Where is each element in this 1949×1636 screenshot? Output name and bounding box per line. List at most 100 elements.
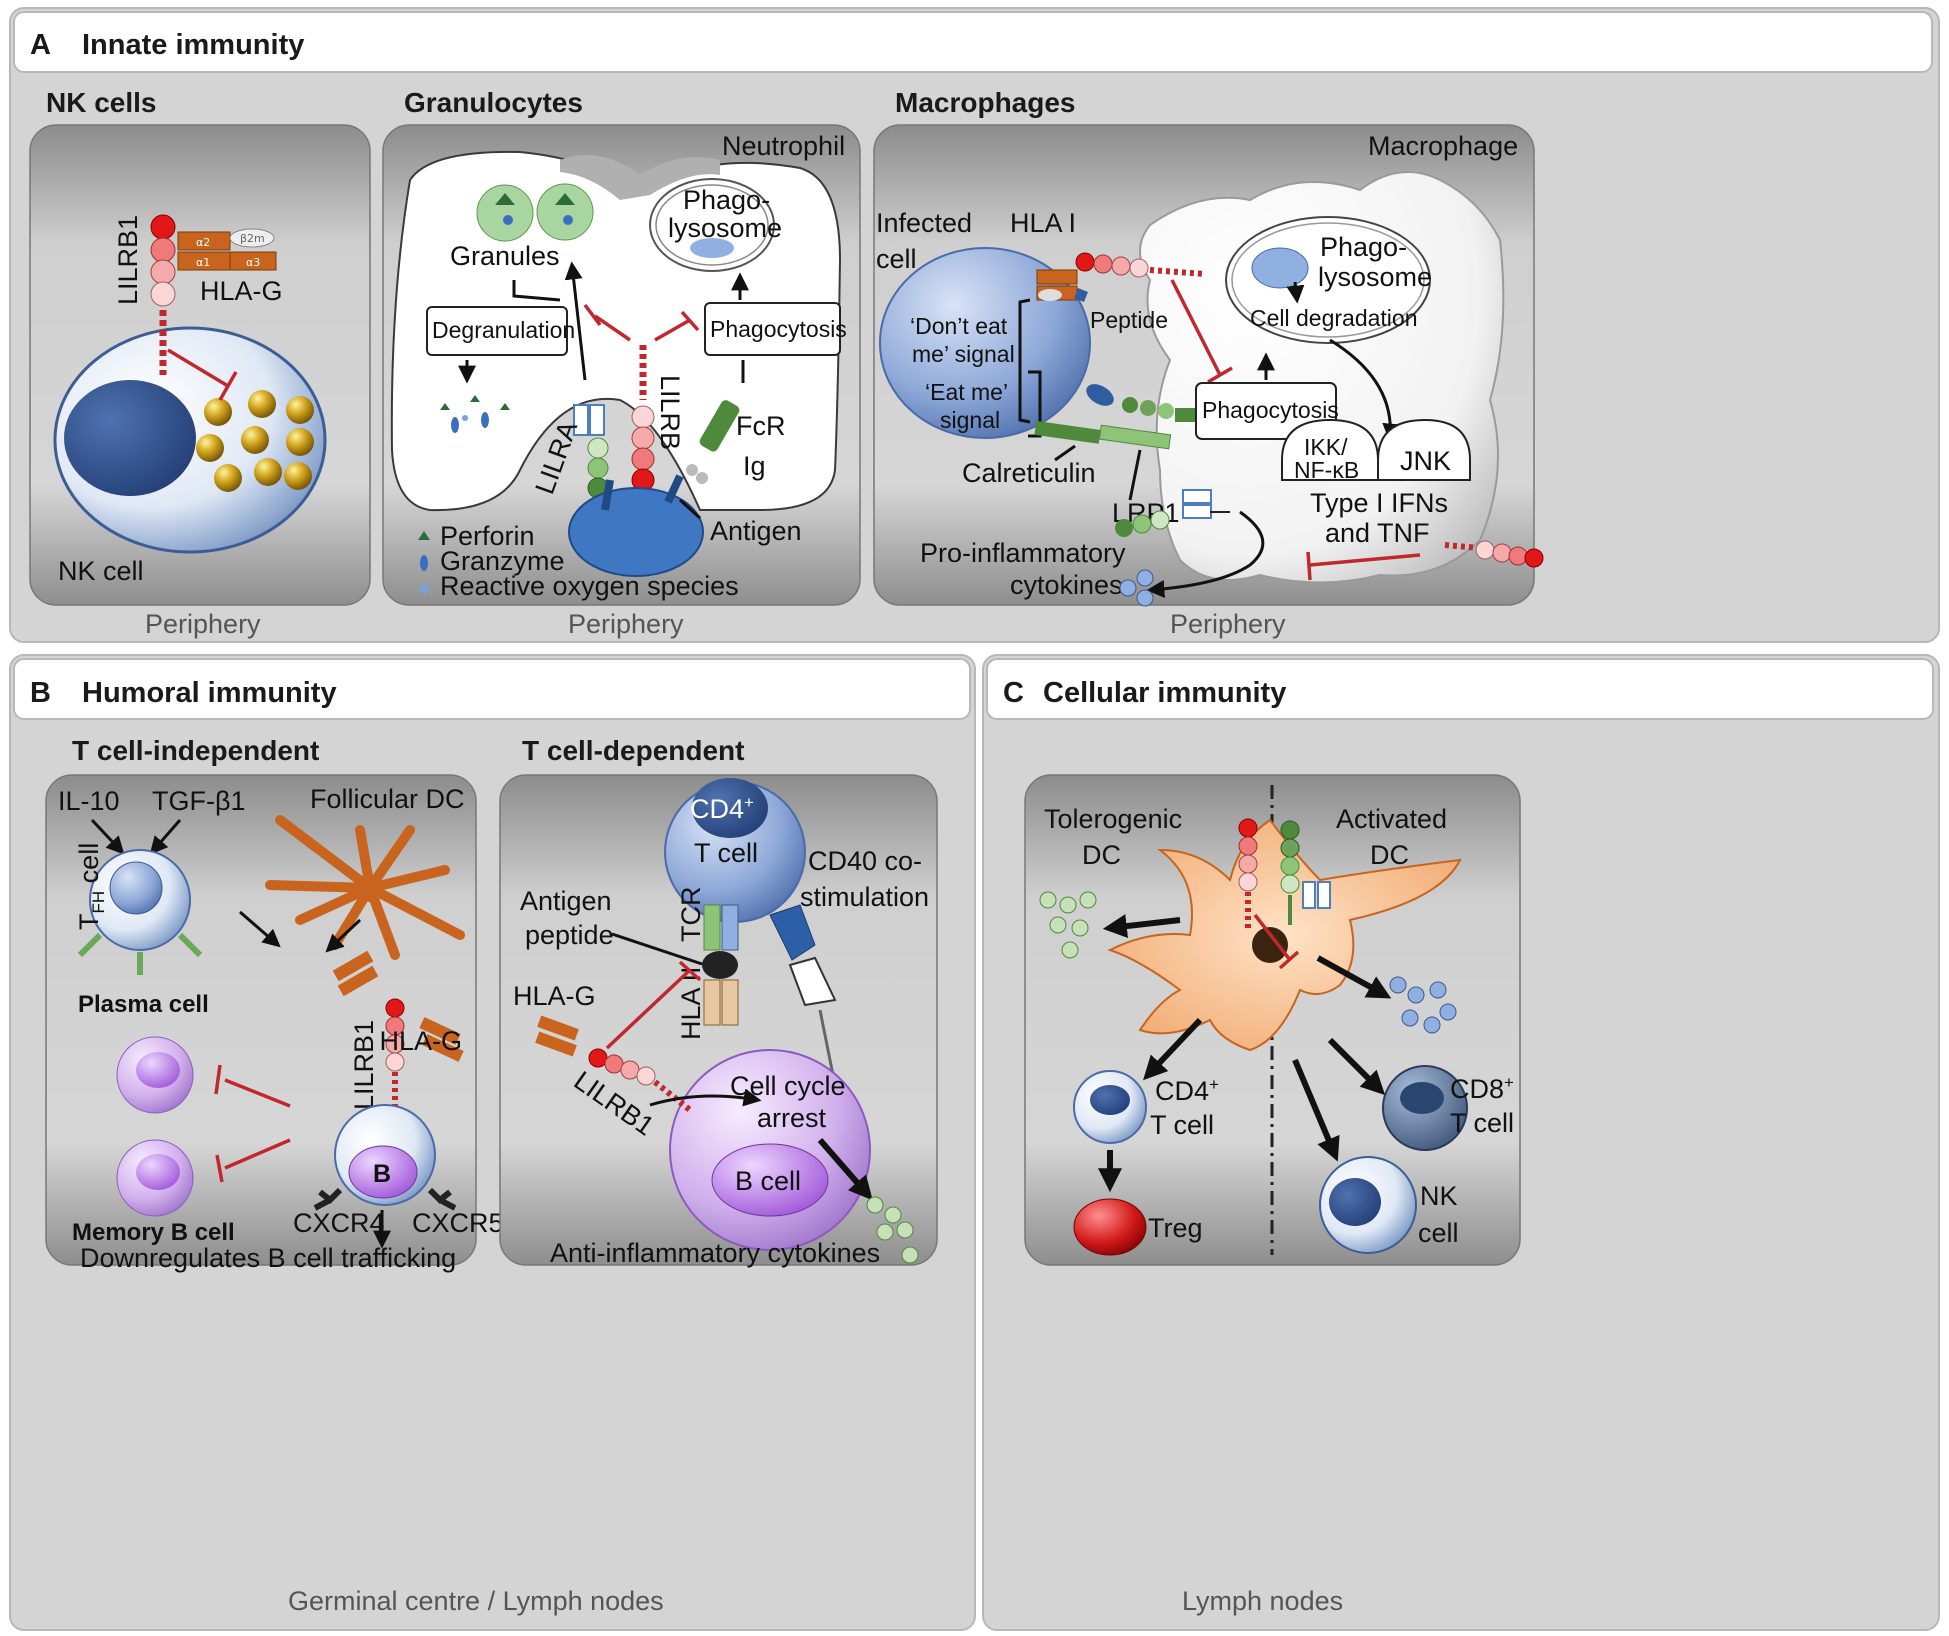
plasma-cell-label: Plasma cell — [78, 991, 209, 1018]
legend-granzyme: Granzyme — [440, 546, 565, 576]
cd40-label-1: CD40 co- — [808, 846, 922, 876]
tfh-nucleus — [109, 861, 163, 915]
macrophage-label: Macrophage — [1368, 131, 1518, 161]
svg-text:α3: α3 — [246, 256, 260, 269]
follicular-dc-core — [356, 874, 384, 902]
tfh-label: TFH cell — [74, 843, 108, 930]
mac-title: Macrophages — [895, 87, 1076, 118]
memory-b-label: Memory B cell — [72, 1219, 235, 1246]
panel-a-header — [13, 11, 1933, 73]
tdep-b-cell-nucleus — [711, 1143, 829, 1217]
mac-sirp-receptor — [1075, 252, 1206, 278]
degranulation-box — [426, 306, 568, 356]
antigen-peptide-label-2: peptide — [525, 920, 614, 950]
tfh-receptors — [77, 932, 203, 975]
dont-eat-me-label-1: ‘Don’t eat — [910, 313, 1008, 339]
tdep-title: T cell-dependent — [522, 735, 744, 766]
granzyme-icon — [420, 555, 428, 571]
tolerogenic-lilrb1-receptor — [1238, 818, 1258, 930]
mac-phagocytosis-label: Phagocytosis — [1202, 397, 1339, 423]
act-cytokine-arrow — [1316, 955, 1392, 999]
gran-phagocytosis-label: Phagocytosis — [710, 316, 847, 342]
eat-me-label-2: signal — [940, 407, 1000, 433]
nk-title: NK cells — [46, 87, 157, 118]
gran-footer: Periphery — [568, 609, 684, 639]
cytokine-release-arrow — [1146, 510, 1265, 598]
tdep-cd4-label: CD4+ — [690, 793, 754, 824]
legend-ros: Reactive oxygen species — [440, 571, 739, 601]
degranulation-label: Degranulation — [432, 317, 575, 343]
treg-cell — [1073, 1198, 1147, 1256]
infected-label-2: cell — [876, 244, 917, 274]
tolerogenic-label-2: DC — [1082, 840, 1121, 870]
panel-b-title: Humoral immunity — [82, 677, 337, 709]
cd8-label: CD8+ — [1450, 1073, 1514, 1104]
mac-hla-i-complex — [1036, 269, 1088, 302]
calreticulin-label: Calreticulin — [962, 458, 1096, 488]
b-cell-chemokine-receptors — [313, 1187, 457, 1211]
tdep-inhibition — [605, 960, 702, 1050]
svg-text:α2: α2 — [196, 236, 210, 249]
gran-title: Granulocytes — [404, 87, 583, 118]
panel-b-header — [13, 658, 971, 720]
lilrb-inhibit-ifn — [1306, 551, 1421, 581]
granules-connector — [512, 280, 561, 302]
tind-lilrb1-label: LILRB1 — [349, 1020, 379, 1110]
antigen-pointer — [678, 498, 702, 520]
mac-footer: Periphery — [1170, 609, 1286, 639]
lilrb-inhibit-phagocytosis — [654, 310, 700, 342]
act-cytokine-icons — [1389, 976, 1457, 1034]
tind-bottom-label: Downregulates B cell trafficking — [80, 1243, 456, 1273]
panel-b-letter: B — [30, 677, 51, 709]
tcr-complex — [703, 904, 739, 951]
ikk-nfkb-box — [1281, 418, 1379, 481]
tgf-label: TGF-β1 — [152, 786, 246, 816]
il10-arrow — [90, 818, 125, 855]
anti-inflam-label: Anti-inflammatory cytokines — [550, 1238, 880, 1268]
nk-lilrb1-receptor — [150, 214, 176, 375]
nk-ligand-label: HLA-G — [200, 276, 283, 306]
panel-a-title: Innate immunity — [82, 29, 304, 61]
cxcr5-label: CXCR5 — [412, 1208, 504, 1238]
treg-label: Treg — [1148, 1213, 1203, 1243]
antigen-label: Antigen — [710, 516, 802, 546]
antigen-cell — [568, 487, 704, 577]
gran-phago-label-1: Phago- — [683, 185, 770, 215]
memory-inhibition — [215, 1138, 291, 1183]
lilra-receptor — [573, 404, 609, 499]
fdc-to-b-arrow — [325, 918, 362, 953]
activated-lilra-receptor — [1280, 820, 1331, 925]
nk-cell-label: NK cell — [58, 556, 144, 586]
neutrophil-nucleus — [560, 155, 720, 200]
peptide-label: Peptide — [1090, 307, 1168, 333]
lysosome-to-jnk-arrow — [1329, 338, 1401, 442]
cell-cycle-arrow — [649, 1088, 762, 1107]
b-cell-label: B — [373, 1160, 391, 1188]
mac-phago-label-1: Phago- — [1320, 232, 1407, 262]
cd4-t-cell-nucleus — [692, 778, 768, 838]
dont-eat-me-inhibition — [1170, 279, 1233, 384]
humoral-footer: Germinal centre / Lymph nodes — [288, 1586, 664, 1616]
nk-nucleus — [64, 380, 196, 496]
tol-cytokine-icons — [1039, 891, 1097, 959]
dc-to-nk-arrow — [1292, 1058, 1340, 1162]
mac-lilrb-receptor — [1444, 540, 1544, 568]
il10-label: IL-10 — [58, 786, 120, 816]
tdep-hlag-label: HLA-G — [513, 981, 596, 1011]
tind-title: T cell-independent — [72, 735, 319, 766]
dont-eat-me-label-2: me’ signal — [912, 341, 1015, 367]
cell-imm-footer: Lymph nodes — [1182, 1586, 1343, 1616]
pro-inflam-label-1: Pro-inflammatory — [920, 538, 1126, 568]
activated-label-2: DC — [1370, 840, 1409, 870]
panel-c-header — [986, 658, 1934, 720]
mac-phago-label-2: lysosome — [1318, 262, 1432, 292]
activated-label-1: Activated — [1336, 804, 1447, 834]
degradation-arrow — [1286, 281, 1305, 304]
legend-perforin: Perforin — [440, 521, 535, 551]
nk-hla-g-ligand: α2 α1 α3 β2m — [177, 228, 277, 271]
mac-lilra-receptor — [1115, 489, 1230, 537]
pro-inflam-label-2: cytokines — [1010, 570, 1123, 600]
tcr-label: TCR — [676, 887, 706, 943]
dont-eat-me-bracket — [1018, 298, 1031, 424]
